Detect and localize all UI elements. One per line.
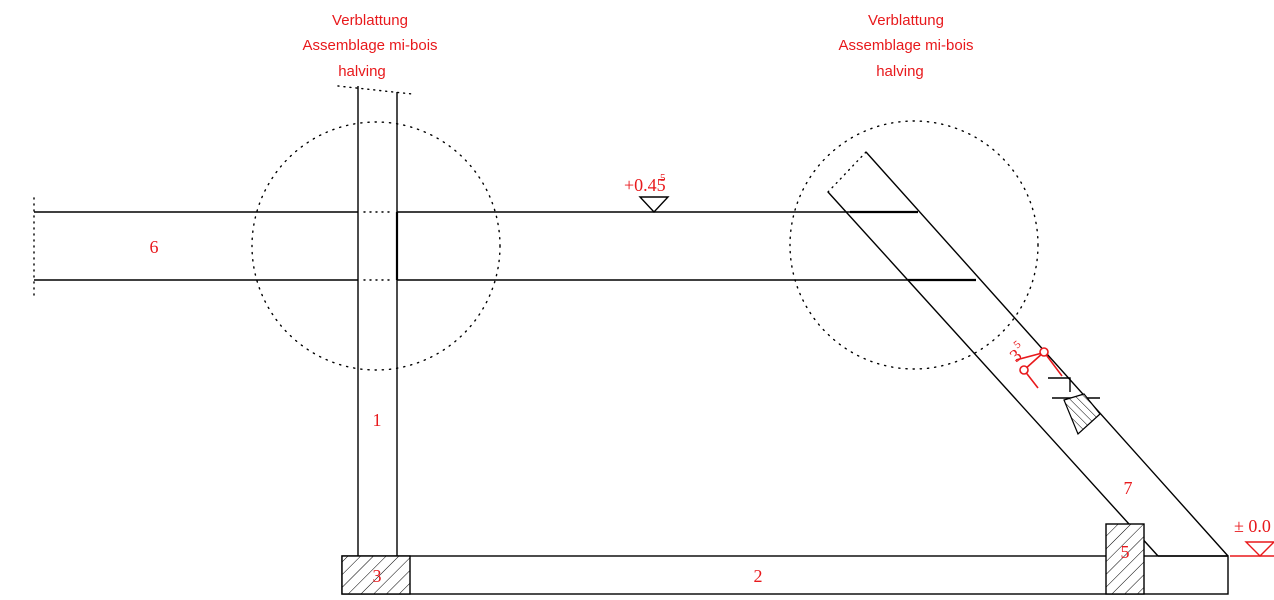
left-joint-detail-circle (251, 121, 501, 371)
brace-7-hatched-section (1063, 393, 1101, 436)
brace-7-break-line (827, 151, 867, 193)
elevation-ground: ± 0.0 (1230, 516, 1274, 557)
dimension-extension-right (1043, 351, 1063, 377)
member-7-label: 7 (1124, 478, 1133, 498)
elevation-ground-marker (1244, 541, 1274, 557)
dimension-point-bottom (1019, 365, 1029, 375)
member-1-label: 1 (373, 410, 382, 430)
dimension-point-top (1039, 347, 1049, 357)
dimension-3-5: 3 5 (1006, 338, 1063, 389)
elevation-upper: +0.45 5 (624, 172, 670, 214)
elevation-ground-value: ± 0.0 (1234, 516, 1271, 536)
elevation-upper-marker (638, 196, 670, 214)
right-joint-label-de: Verblattung (868, 12, 944, 29)
left-joint-label-de: Verblattung (332, 12, 408, 29)
beam-6 (33, 197, 976, 299)
member-6-label: 6 (150, 237, 159, 257)
right-joint-label-en: halving (876, 63, 924, 80)
block-3 (341, 555, 411, 595)
right-joint-label-fr: Assemblage mi-bois (838, 37, 973, 54)
sill-2 (341, 555, 1229, 595)
post-1-break-line (337, 85, 413, 95)
post-1 (337, 85, 413, 556)
right-joint-label: Verblattung Assemblage mi-bois halving (838, 12, 973, 80)
brace-7-lower-edge (827, 191, 1159, 557)
brace-7-notch (1048, 377, 1071, 392)
member-2-label: 2 (754, 566, 763, 586)
elevation-upper-value: +0.45 (624, 175, 666, 195)
member-3-label: 3 (373, 566, 382, 586)
left-joint-label-fr: Assemblage mi-bois (302, 37, 437, 54)
elevation-upper-sup: 5 (660, 172, 666, 184)
left-joint-label-en: halving (338, 63, 386, 80)
member-5-label: 5 (1121, 542, 1130, 562)
block-5 (1105, 523, 1145, 595)
right-joint-detail-circle (789, 120, 1039, 370)
left-joint-label: Verblattung Assemblage mi-bois halving (302, 12, 437, 80)
